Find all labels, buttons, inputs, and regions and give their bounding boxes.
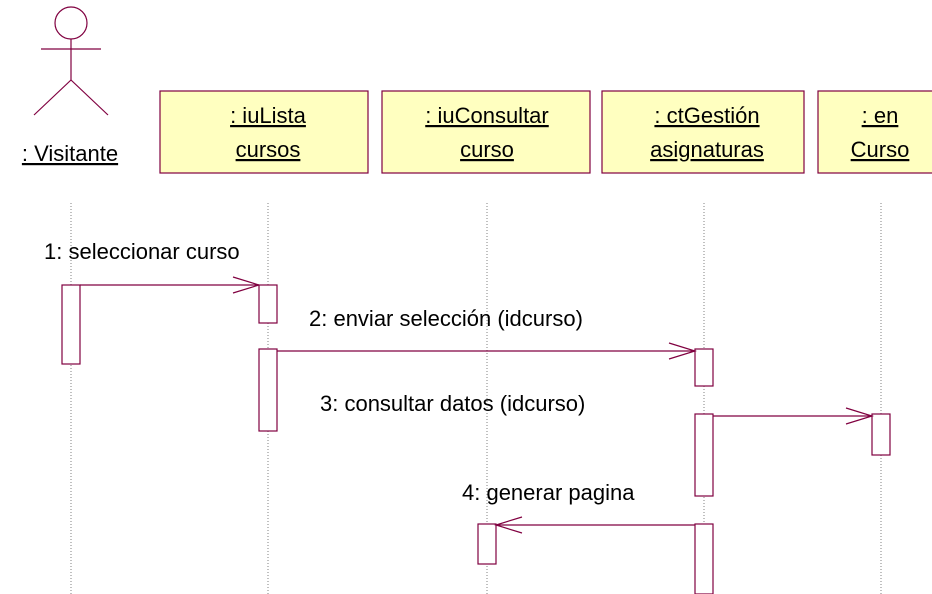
object-iuconsultar-curso: : iuConsultar curso [381,90,591,174]
message-label: 4: generar pagina [462,480,635,505]
activation-visitante [61,284,81,365]
message-arrowhead [232,276,262,294]
message-2: 2: enviar selección (idcurso) [277,306,698,360]
object-box [381,90,591,174]
message-arrowhead [668,342,698,360]
object-ctgestion-asignaturas: : ctGestión asignaturas [601,90,805,174]
actor-label: : Visitante [22,141,118,166]
object-box [159,90,369,174]
object-name-line1: : iuLista [230,103,307,128]
activation-iulista-1 [258,284,278,324]
activations [61,284,891,594]
object-iulista-cursos: : iuLista cursos [159,90,369,174]
activation-iuconsultar [477,523,497,565]
message-label: 3: consultar datos (idcurso) [320,391,585,416]
object-name-line1: : ctGestión [654,103,759,128]
object-box [601,90,805,174]
object-en-curso: : en Curso [817,90,932,174]
message-label: 2: enviar selección (idcurso) [309,306,583,331]
object-name-line2: asignaturas [650,137,764,162]
message-label: 1: seleccionar curso [44,239,240,264]
activation-ctgestion-2 [694,413,714,497]
message-arrowhead [845,407,875,425]
object-name-line2: curso [460,137,514,162]
object-name-line1: : iuConsultar [425,103,549,128]
object-name-line1: : en [862,103,899,128]
message-1: 1: seleccionar curso [44,239,262,294]
message-4: 4: generar pagina [462,480,695,534]
activation-ctgestion-1 [694,348,714,387]
object-box [817,90,932,174]
message-arrowhead [493,516,523,534]
actor-figure [33,6,109,116]
object-name-line2: Curso [851,137,910,162]
message-3: 3: consultar datos (idcurso) [320,391,875,425]
activation-ctgestion-3 [694,523,714,594]
object-name-line2: cursos [236,137,301,162]
activation-encurso [871,413,891,456]
activation-iulista-2 [258,348,278,432]
